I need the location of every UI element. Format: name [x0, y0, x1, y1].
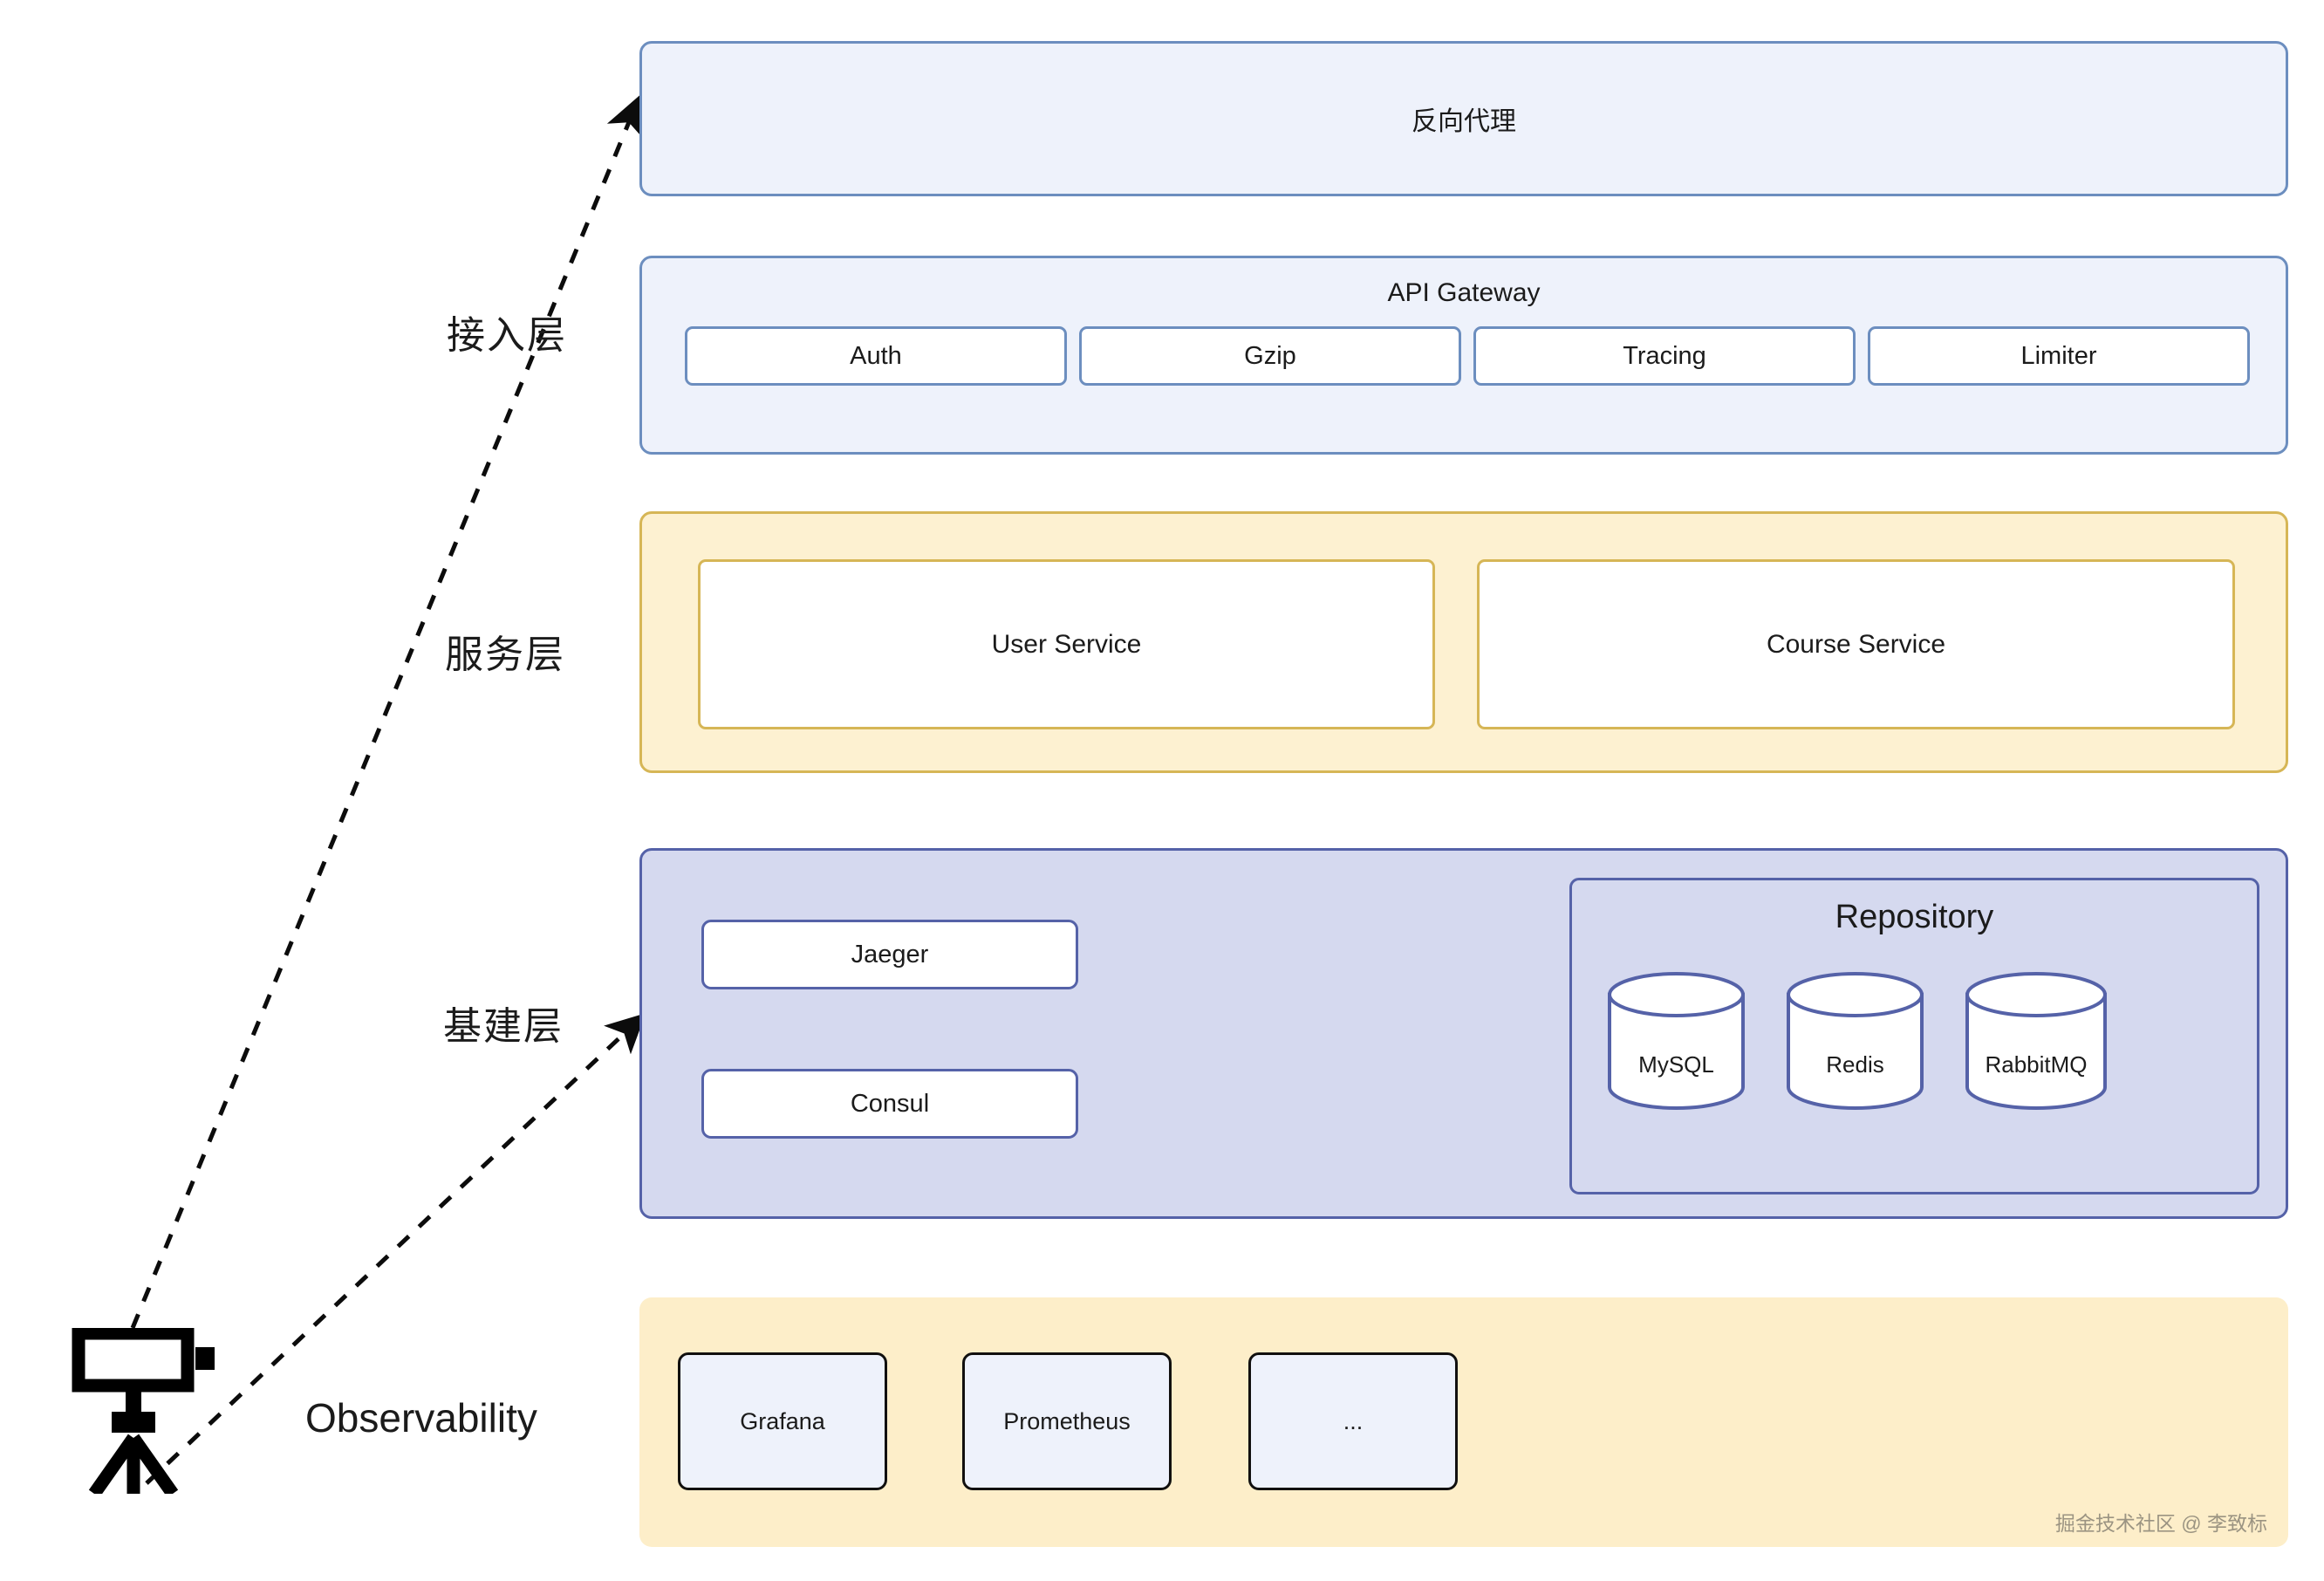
gateway-module-tracing[interactable]: Tracing	[1473, 326, 1856, 386]
side-label-infra-layer: 基建层	[443, 1005, 564, 1048]
side-label-observability: Observability	[305, 1395, 537, 1441]
repository-title: Repository	[1572, 896, 2257, 938]
reverse-proxy-label: 反向代理	[1411, 107, 1516, 136]
observability-camera-icon	[68, 1326, 216, 1498]
service-course-service-label: Course Service	[1766, 629, 1946, 659]
api-gateway-title: API Gateway	[642, 274, 2286, 312]
reverse-proxy-box[interactable]: 反向代理	[639, 41, 2288, 196]
observability-tool-more-label: ...	[1343, 1407, 1364, 1434]
side-label-access-layer: 接入层	[447, 314, 567, 357]
observability-tool-prometheus-label: Prometheus	[1003, 1407, 1131, 1434]
infra-component-jaeger[interactable]: Jaeger	[701, 920, 1078, 989]
api-gateway-box[interactable]: API Gateway Auth Gzip Tracing Limiter	[639, 256, 2288, 455]
datastore-rabbitmq-label: RabbitMQ	[1985, 1051, 2088, 1078]
observability-tool-more[interactable]: ...	[1248, 1352, 1458, 1490]
gateway-module-gzip-label: Gzip	[1244, 341, 1296, 370]
gateway-module-limiter[interactable]: Limiter	[1868, 326, 2250, 386]
datastore-redis-label: Redis	[1826, 1051, 1884, 1078]
infra-component-jaeger-label: Jaeger	[851, 940, 929, 968]
watermark: 掘金技术社区 @ 李致标	[2054, 1512, 2267, 1535]
observability-tool-prometheus[interactable]: Prometheus	[962, 1352, 1172, 1490]
gateway-module-auth-label: Auth	[850, 341, 902, 370]
side-label-service-layer: 服务层	[445, 633, 565, 676]
datastore-mysql-label: MySQL	[1638, 1051, 1714, 1078]
gateway-module-gzip[interactable]: Gzip	[1079, 326, 1461, 386]
observability-layer-box[interactable]: Grafana Prometheus ... 掘金技术社区 @ 李致标	[639, 1297, 2288, 1547]
gateway-module-auth[interactable]: Auth	[685, 326, 1067, 386]
api-gateway-title-text: API Gateway	[1387, 278, 1541, 307]
service-layer-box[interactable]: User Service Course Service	[639, 511, 2288, 773]
repository-title-text: Repository	[1835, 898, 1994, 935]
observability-tool-grafana-label: Grafana	[740, 1407, 825, 1434]
service-user-service[interactable]: User Service	[698, 559, 1435, 729]
datastore-rabbitmq[interactable]: RabbitMQ	[1963, 971, 2109, 1111]
service-course-service[interactable]: Course Service	[1477, 559, 2235, 729]
infra-layer-box[interactable]: Jaeger Consul Repository MySQL	[639, 848, 2288, 1219]
gateway-module-tracing-label: Tracing	[1623, 341, 1706, 370]
infra-component-consul[interactable]: Consul	[701, 1069, 1078, 1139]
observability-tool-grafana[interactable]: Grafana	[678, 1352, 887, 1490]
datastore-mysql[interactable]: MySQL	[1605, 971, 1747, 1111]
arrow-camera-to-access-layer	[130, 94, 644, 1329]
repository-box[interactable]: Repository MySQL Redis	[1569, 878, 2259, 1194]
infra-component-consul-label: Consul	[850, 1089, 930, 1118]
service-user-service-label: User Service	[991, 629, 1142, 659]
gateway-module-limiter-label: Limiter	[2020, 341, 2097, 370]
datastore-redis[interactable]: Redis	[1784, 971, 1926, 1111]
